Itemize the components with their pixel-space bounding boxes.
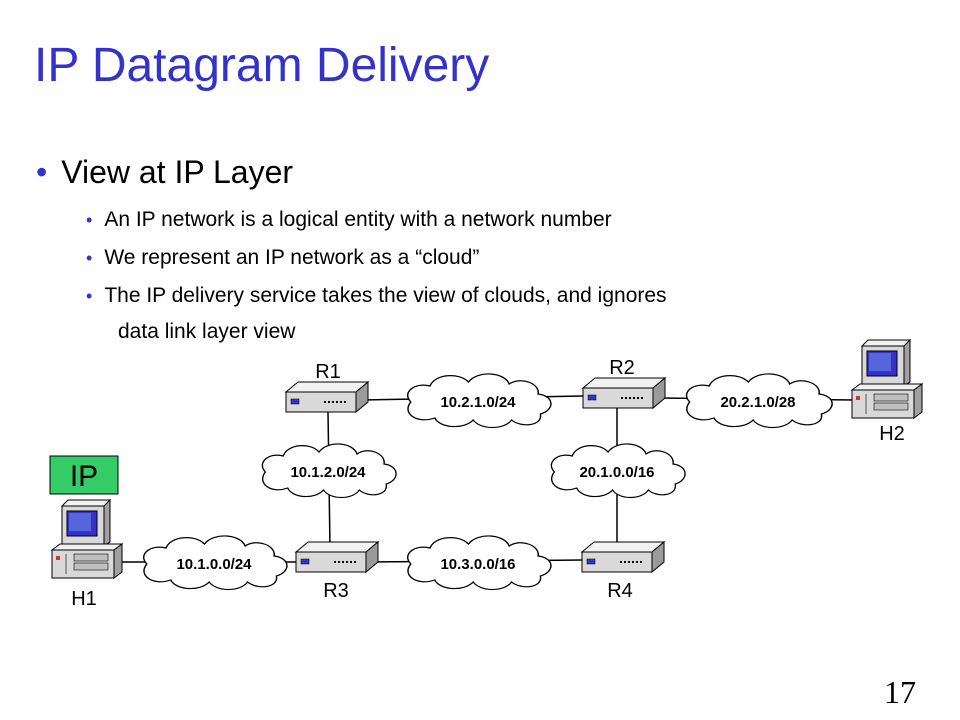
network-label: 10.1.0.0/24 xyxy=(176,556,252,573)
bullet-dot: • xyxy=(86,286,93,306)
router-icon xyxy=(581,541,665,573)
bullet-list: • View at IP Layer • An IP network is a lo… xyxy=(36,154,667,343)
host-computer-icon xyxy=(51,499,123,579)
host-label: H1 xyxy=(71,588,97,610)
bullet-main: • View at IP Layer xyxy=(36,154,293,191)
network-label: 20.2.1.0/28 xyxy=(720,394,795,411)
ip-layer-tag: IP xyxy=(49,455,119,495)
ip-layer-label: IP xyxy=(70,460,98,493)
router-icon xyxy=(295,541,379,573)
router-label: R1 xyxy=(315,361,341,383)
slide-title: IP Datagram Delivery xyxy=(34,39,490,92)
router-icon xyxy=(285,381,369,413)
bullet-main-text: View at IP Layer xyxy=(61,154,294,190)
network-label: 20.1.0.0/16 xyxy=(579,464,654,481)
router-icon xyxy=(582,377,666,409)
page-number: 17 xyxy=(884,674,916,710)
sub-bullet-text: We represent an IP network as a “cloud” xyxy=(104,246,480,269)
host-label: H2 xyxy=(879,423,905,445)
router-label: R2 xyxy=(609,357,635,379)
bullet-dot: • xyxy=(86,248,93,268)
router-label: R3 xyxy=(323,580,349,602)
router-label: R4 xyxy=(607,580,633,602)
bullet-dot: • xyxy=(36,154,48,190)
sub-bullet-text: The IP delivery service takes the view o… xyxy=(104,284,667,307)
network-label: 10.3.0.0/16 xyxy=(440,556,515,573)
sub-bullet-3: • The IP delivery service takes the view … xyxy=(86,284,667,308)
sub-bullet-text: An IP network is a logical entity with a… xyxy=(104,208,612,231)
bullet-dot: • xyxy=(86,210,93,230)
network-label: 10.2.1.0/24 xyxy=(440,394,516,411)
host-computer-icon xyxy=(851,339,923,419)
sub-bullet-3-continuation: data link layer view xyxy=(118,320,296,343)
sub-bullet-2: • We represent an IP network as a “cloud” xyxy=(86,246,479,270)
network-label: 10.1.2.0/24 xyxy=(290,464,366,481)
sub-bullet-1: • An IP network is a logical entity with … xyxy=(86,208,612,232)
